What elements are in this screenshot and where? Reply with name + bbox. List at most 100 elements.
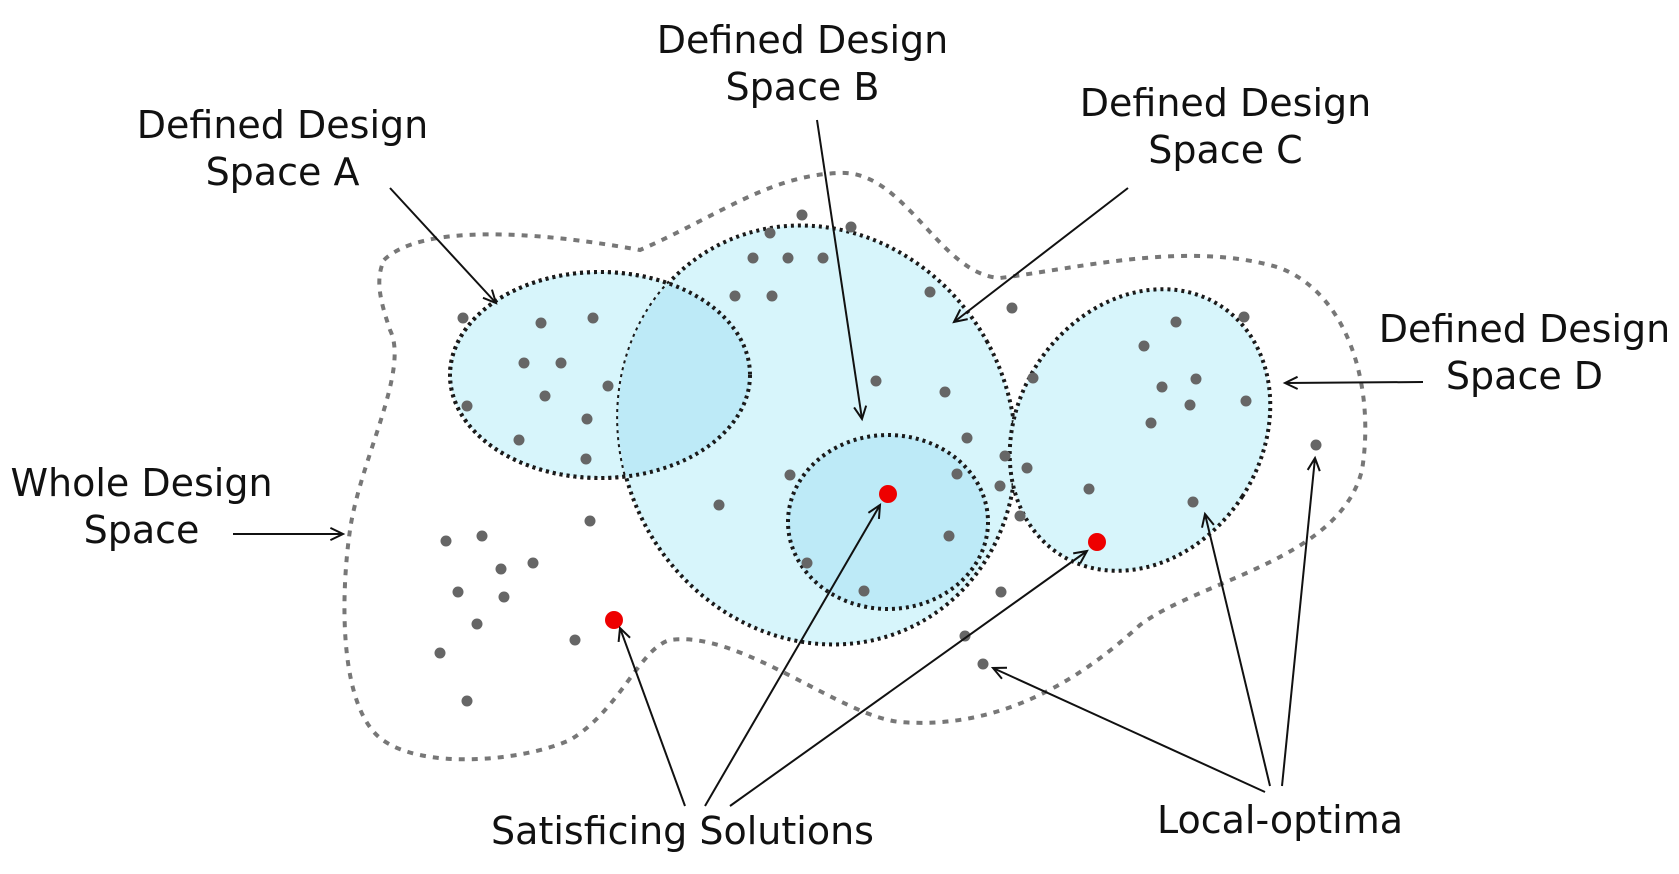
solution-point <box>924 286 936 298</box>
solution-point <box>1145 417 1157 429</box>
solution-point <box>495 563 507 575</box>
arrow-local-optima-1 <box>990 666 1266 793</box>
solution-point <box>555 357 567 369</box>
solution-point <box>870 375 882 387</box>
solution-point <box>461 695 473 707</box>
satisficing-solution-point <box>605 611 623 629</box>
defined-design-space-b <box>786 433 990 611</box>
label-defined-design-space-b: Defined Design Space B <box>650 17 955 111</box>
solution-points <box>434 209 1322 707</box>
solution-point <box>858 585 870 597</box>
arrow-satisficing-2 <box>704 503 882 807</box>
solution-point <box>995 586 1007 598</box>
solution-point <box>434 647 446 659</box>
solution-point <box>452 586 464 598</box>
solution-point <box>845 221 857 233</box>
solution-point <box>581 413 593 425</box>
label-satisficing-solutions: Satisficing Solutions <box>470 808 895 855</box>
solution-point <box>961 432 973 444</box>
solution-point <box>584 515 596 527</box>
label-space-a-line2: Space A <box>205 150 360 194</box>
label-space-c-line1: Defined Design <box>1079 81 1372 125</box>
solution-point <box>471 618 483 630</box>
solution-point <box>587 312 599 324</box>
label-space-c-line2: Space C <box>1148 128 1303 172</box>
label-defined-design-space-c: Defined Design Space C <box>1073 80 1378 174</box>
label-arrows <box>233 119 1424 807</box>
solution-point <box>784 469 796 481</box>
arrow-local-optima-3 <box>1281 455 1321 787</box>
label-whole-design-space: Whole Design Space <box>0 460 283 554</box>
solution-point <box>1156 381 1168 393</box>
solution-point <box>1083 483 1095 495</box>
satisficing-solution-point <box>879 485 897 503</box>
satisficing-solution-point <box>1088 533 1106 551</box>
solution-point <box>764 227 776 239</box>
solution-point <box>939 386 951 398</box>
solution-point <box>713 499 725 511</box>
arrow-local-optima-2 <box>1201 511 1271 787</box>
solution-point <box>461 400 473 412</box>
defined-design-space-d <box>1007 287 1273 573</box>
solution-point <box>1238 311 1250 323</box>
solution-point <box>1006 302 1018 314</box>
solution-point <box>580 453 592 465</box>
label-space-b-line1: Defined Design <box>656 18 949 62</box>
solution-point <box>1187 496 1199 508</box>
label-defined-design-space-a: Defined Design Space A <box>130 102 435 196</box>
label-local-optima: Local-optima <box>1130 797 1430 844</box>
solution-point <box>729 290 741 302</box>
arrow-space-a <box>389 187 498 305</box>
solution-point <box>1184 399 1196 411</box>
label-whole-line2: Space <box>83 508 200 552</box>
defined-design-space-a-outline <box>448 270 752 480</box>
label-space-d-line2: Space D <box>1445 354 1604 398</box>
solution-point <box>817 252 829 264</box>
solution-point <box>747 252 759 264</box>
solution-point <box>513 434 525 446</box>
solution-point <box>602 380 614 392</box>
solution-point <box>796 209 808 221</box>
solution-point <box>539 390 551 402</box>
label-whole-line1: Whole Design <box>10 461 273 505</box>
label-space-d-line1: Defined Design <box>1378 307 1671 351</box>
solution-point <box>1021 462 1033 474</box>
solution-point <box>801 557 813 569</box>
label-satisficing-text: Satisficing Solutions <box>491 809 874 853</box>
solution-point <box>457 312 469 324</box>
arrow-satisficing-1 <box>617 625 686 807</box>
solution-point <box>1014 510 1026 522</box>
solution-point <box>977 658 989 670</box>
arrow-space-d <box>1282 375 1424 390</box>
arrow-space-c <box>952 187 1129 324</box>
solution-point <box>569 634 581 646</box>
solution-point <box>1240 395 1252 407</box>
solution-point <box>782 252 794 264</box>
solution-point <box>959 630 971 642</box>
solution-point <box>1027 372 1039 384</box>
solution-point <box>994 480 1006 492</box>
solution-point <box>766 290 778 302</box>
solution-point <box>951 468 963 480</box>
solution-point <box>1138 340 1150 352</box>
arrow-space-b <box>816 119 868 422</box>
solution-point <box>527 557 539 569</box>
solution-point <box>476 530 488 542</box>
solution-point <box>498 591 510 603</box>
label-space-b-line2: Space B <box>725 65 880 109</box>
solution-point <box>943 530 955 542</box>
arrow-satisficing-3 <box>729 549 1089 807</box>
arrow-whole-space <box>233 527 346 541</box>
solution-point <box>1170 316 1182 328</box>
solution-point <box>999 450 1011 462</box>
label-local-optima-text: Local-optima <box>1156 798 1404 842</box>
solution-point <box>440 535 452 547</box>
label-defined-design-space-d: Defined Design Space D <box>1372 306 1677 400</box>
label-space-a-line1: Defined Design <box>136 103 429 147</box>
solution-point <box>1190 373 1202 385</box>
solution-point <box>518 357 530 369</box>
solution-point <box>535 317 547 329</box>
solution-point <box>1310 439 1322 451</box>
